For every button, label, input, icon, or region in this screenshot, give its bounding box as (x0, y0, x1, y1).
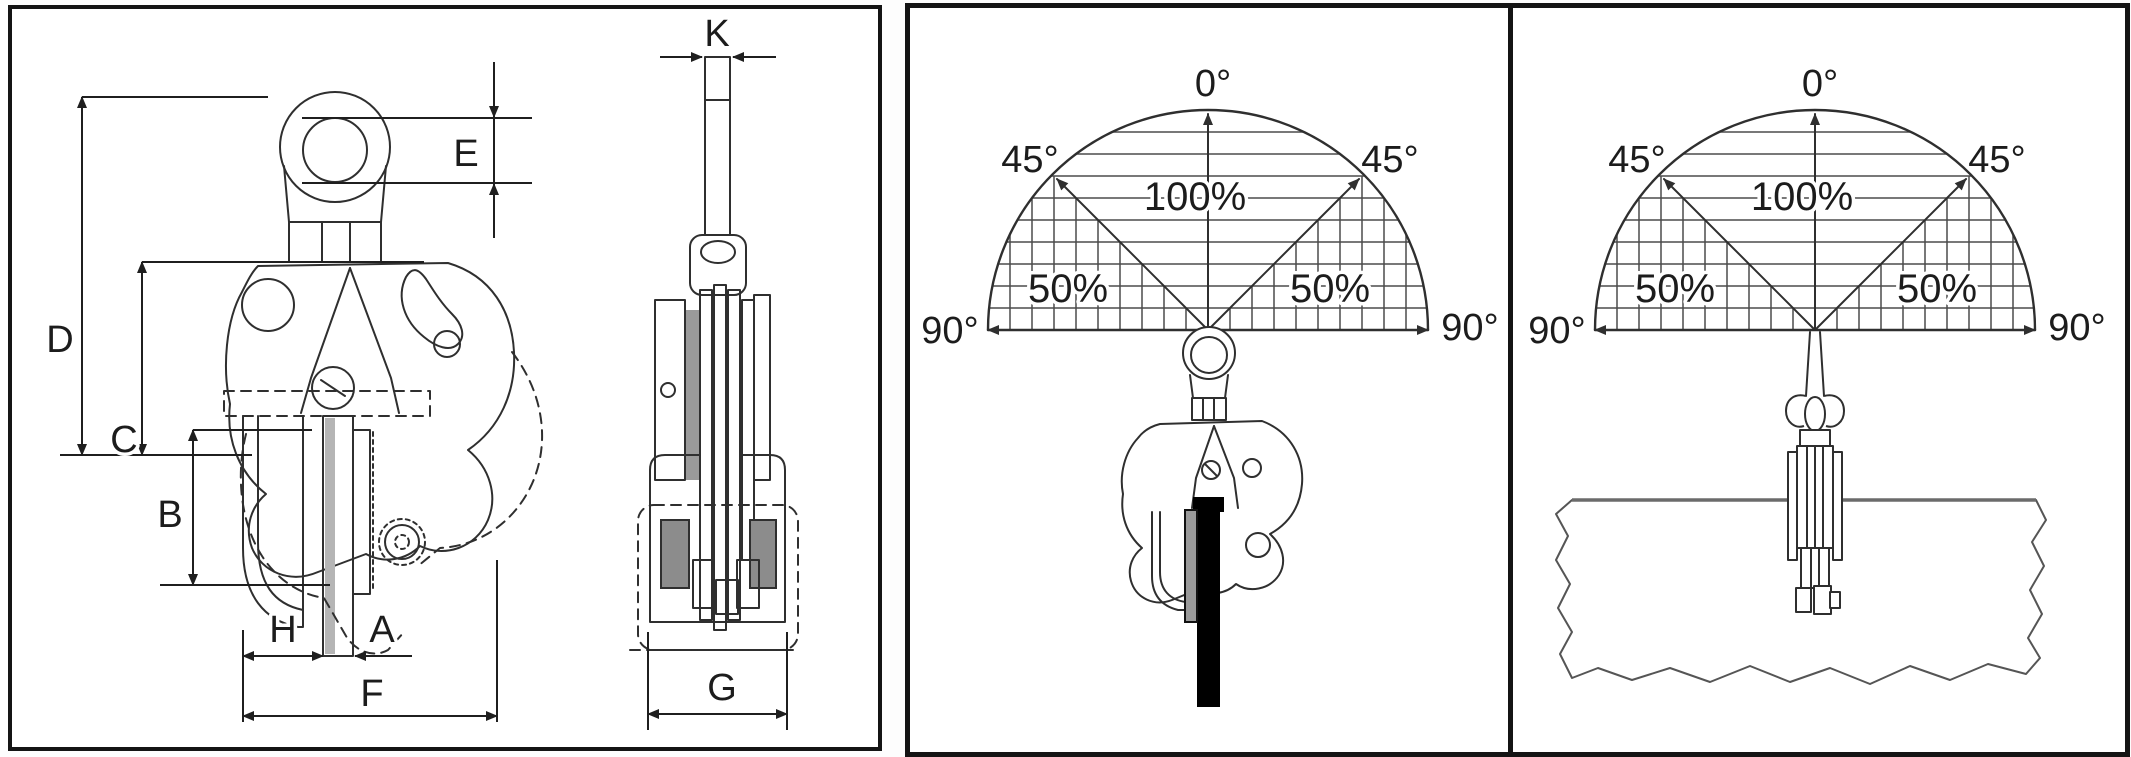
dim-label-g: G (707, 667, 737, 709)
angle-label-0: 0° (1802, 63, 1838, 105)
capacity-label-100: 100% (1144, 175, 1246, 219)
dim-label-a: A (369, 609, 395, 651)
load-chart-plate-panel: 0° 45° 45° 90° 90° 100% 50% 50% (910, 8, 1508, 752)
clamp-dimension-drawing: D C B E H A (43, 10, 801, 730)
capacity-label-50-left: 50% (1635, 267, 1715, 311)
dim-label-b: B (157, 494, 182, 536)
angle-label-90-left: 90° (921, 310, 978, 352)
dim-label-h: H (269, 609, 296, 651)
angle-label-45-left: 45° (1001, 139, 1058, 181)
panel-divider (1508, 8, 1513, 752)
semicircle-arc (986, 108, 1430, 332)
dim-label-f: F (360, 673, 383, 715)
load-chart-edge-panel: 0° 45° 45° 90° 90° 100% 50% 50% (1513, 8, 2125, 752)
front-view-dimensions: D C B E H A (43, 62, 532, 722)
arrow-45deg-left (1056, 178, 1209, 331)
semicircle-arc (1593, 108, 2037, 332)
clamp-with-plate-illustration (1120, 326, 1304, 707)
capacity-label-50-right: 50% (1290, 267, 1370, 311)
clamp-on-plate-edge-illustration (1555, 331, 2047, 685)
capacity-label-50-left: 50% (1028, 267, 1108, 311)
angle-label-90-right: 90° (2048, 307, 2105, 349)
load-angle-chart-2: 0° 45° 45° 90° 90° 100% 50% 50% (1525, 60, 2109, 685)
side-view-dimensions: K G (647, 10, 788, 730)
angle-label-90-left: 90° (1528, 310, 1585, 352)
dimension-drawing-panel: D C B E H A (8, 5, 882, 751)
angle-label-45-right: 45° (1968, 139, 2025, 181)
dim-label-d: D (46, 319, 73, 361)
clamp-side-view (629, 56, 801, 651)
angle-label-45-right: 45° (1361, 139, 1418, 181)
steel-plate-vertical (1197, 497, 1220, 707)
arrow-45deg-right (1207, 178, 1360, 331)
load-angle-chart-1: 0° 45° 45° 90° 90° 100% 50% 50% (918, 60, 1502, 707)
arrow-45deg-left (1663, 178, 1816, 331)
load-angle-charts-container: 0° 45° 45° 90° 90° 100% 50% 50% (905, 3, 2130, 757)
clamp-front-view (223, 91, 544, 657)
angle-label-90-right: 90° (1441, 307, 1498, 349)
dim-label-k: K (704, 13, 729, 55)
dim-label-c: C (110, 419, 137, 461)
angle-label-45-left: 45° (1608, 139, 1665, 181)
capacity-label-100: 100% (1751, 175, 1853, 219)
capacity-label-50-right: 50% (1897, 267, 1977, 311)
arrow-45deg-right (1814, 178, 1967, 331)
angle-label-0: 0° (1195, 63, 1231, 105)
dim-label-e: E (453, 133, 478, 175)
